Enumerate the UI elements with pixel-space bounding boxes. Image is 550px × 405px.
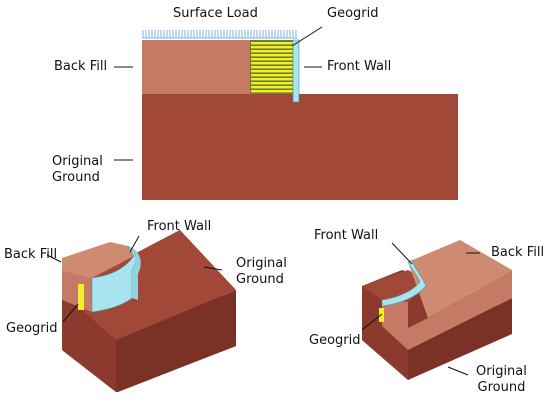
right-ground-left-face: [362, 302, 408, 380]
left-ground-front-face: [62, 292, 116, 392]
geogrid-layer: [251, 90, 293, 93]
label-original-ground-right: Original Ground: [476, 364, 527, 396]
left-ground-upper-face: [62, 230, 236, 340]
block-view-right: [361, 240, 512, 380]
right-front-wall: [381, 259, 427, 307]
geogrid-layer: [251, 70, 293, 73]
section-original-ground: [142, 94, 458, 200]
geogrid-layer: [251, 46, 293, 49]
label-original-ground-section: Original Ground: [52, 154, 103, 186]
section-geogrid-layers: [251, 42, 293, 93]
left-ground-side-face: [116, 290, 236, 392]
left-backfill-top: [62, 242, 134, 278]
surface-load-ticks: [142, 30, 297, 38]
label-geogrid-section: Geogrid: [327, 6, 379, 21]
geogrid-layer: [251, 58, 293, 61]
leader-front-wall-left: [129, 235, 140, 253]
leader-geogrid-left: [62, 303, 79, 323]
label-back-fill-section: Back Fill: [54, 59, 108, 74]
label-back-fill-left: Back Fill: [4, 247, 58, 262]
label-original-line2-right: Ground: [477, 380, 526, 395]
leader-front-wall-right: [391, 242, 413, 265]
label-original-ground-left: Original Ground: [236, 256, 287, 288]
geogrid-layer: [251, 86, 293, 89]
section-front-wall: [292, 39, 300, 103]
left-front-wall-edge: [128, 246, 141, 300]
label-original-line2-left: Ground: [236, 272, 284, 287]
right-backfill-side: [408, 270, 512, 350]
section-view: [114, 26, 458, 200]
leader-original-ground-right: [447, 366, 469, 376]
surface-load-arrows: [142, 30, 297, 39]
geogrid-layer: [251, 66, 293, 69]
geogrid-layer: [251, 42, 293, 45]
leader-back-fill-left: [46, 254, 62, 263]
label-front-wall-section: Front Wall: [327, 59, 392, 74]
leader-geogrid-section: [291, 26, 323, 47]
label-geogrid-right: Geogrid: [309, 333, 361, 348]
left-front-wall: [91, 245, 137, 313]
label-front-wall-left: Front Wall: [147, 219, 212, 234]
geogrid-layer: [251, 50, 293, 53]
section-back-fill: [142, 40, 250, 94]
leader-original-ground-left: [203, 266, 223, 271]
leader-geogrid-right: [361, 313, 383, 331]
label-geogrid-left: Geogrid: [6, 321, 58, 336]
left-geogrid: [78, 284, 84, 310]
label-surface-load: Surface Load: [173, 6, 258, 21]
left-backfill-front: [62, 270, 92, 312]
block-view-left: [46, 230, 236, 392]
label-original-line1-left: Original: [236, 256, 287, 271]
label-original-line1-right: Original: [476, 364, 527, 379]
label-original-line2: Ground: [52, 170, 100, 185]
right-ground-right-face: [408, 298, 512, 380]
geogrid-layer: [251, 74, 293, 77]
label-front-wall-right: Front Wall: [314, 228, 379, 243]
right-backfill-front: [382, 300, 408, 350]
label-original-line1: Original: [52, 154, 103, 169]
geogrid-layer: [251, 78, 293, 81]
geogrid-layer: [251, 82, 293, 85]
right-backfill-top: [408, 240, 512, 318]
geogrid-layer: [251, 54, 293, 57]
geogrid-layer: [251, 62, 293, 65]
label-back-fill-right: Back Fill: [491, 245, 545, 260]
